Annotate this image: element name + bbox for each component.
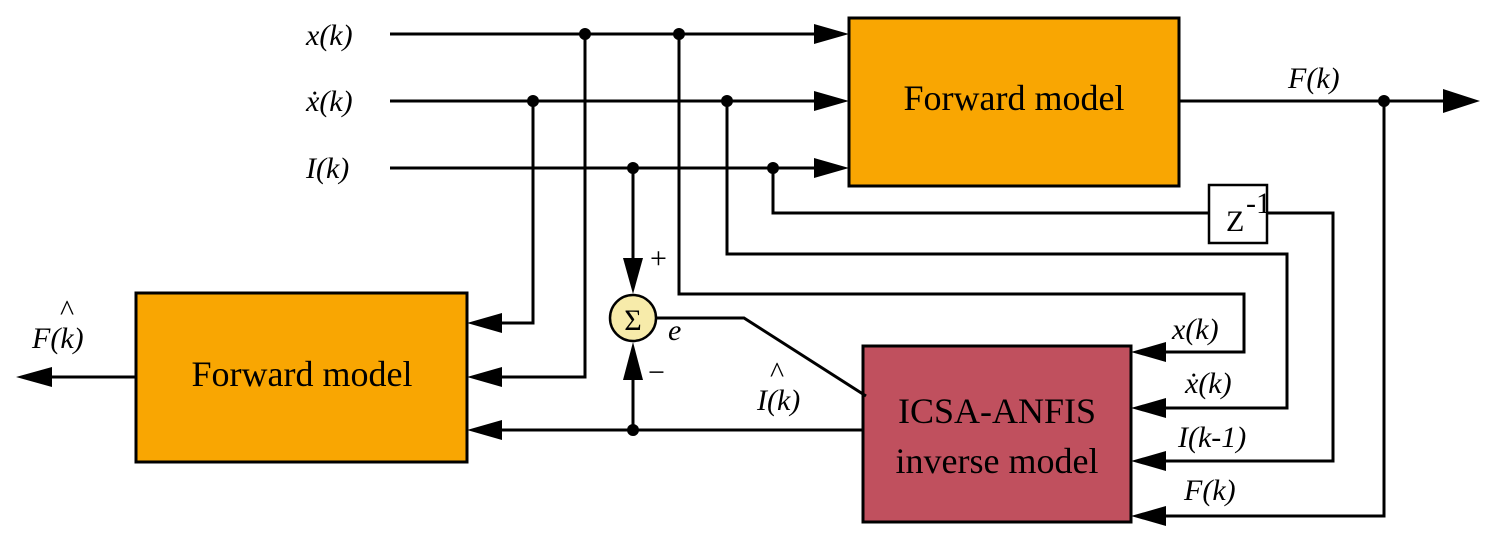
sigma-symbol: Σ bbox=[624, 304, 641, 337]
wire-xdot-to-fwd-bottom bbox=[500, 101, 535, 325]
summer-minus-sign: − bbox=[648, 356, 665, 389]
ihat-hat: ^ bbox=[770, 356, 784, 389]
inverse-input-label-x: x(k) bbox=[1171, 313, 1219, 346]
arrowhead-f-output bbox=[1443, 89, 1480, 113]
inverse-input-label-f: F(k) bbox=[1183, 474, 1236, 507]
arrowhead-iprev-inverse bbox=[1131, 451, 1166, 471]
error-label: e bbox=[668, 314, 681, 347]
wire-f-feedback bbox=[1165, 101, 1386, 518]
inverse-model-label-line1: ICSA-ANFIS bbox=[898, 391, 1096, 431]
forward-model-top bbox=[847, 16, 1181, 188]
arrowhead-x-forward bbox=[814, 24, 849, 44]
wire-error-to-inverse bbox=[656, 316, 867, 398]
ihat-label: I(k) bbox=[756, 384, 800, 417]
summer-plus-sign: + bbox=[650, 242, 667, 275]
wire-x-to-inverse bbox=[677, 34, 1246, 354]
arrowhead-summer-plus bbox=[623, 258, 643, 294]
output-label-f: F(k) bbox=[1287, 62, 1340, 95]
arrowhead-x-fwd-bottom bbox=[467, 367, 502, 387]
input-label-x: x(k) bbox=[305, 19, 353, 52]
forward-model-top-label: Forward model bbox=[904, 78, 1125, 118]
arrowhead-x-inverse bbox=[1131, 342, 1166, 362]
delay-exponent: -1 bbox=[1246, 187, 1271, 220]
delay-block bbox=[1207, 183, 1269, 245]
inverse-input-label-xdot: ẋ(k) bbox=[1184, 367, 1232, 400]
arrowhead-xdot-inverse bbox=[1131, 398, 1166, 418]
fhat-label: F(k) bbox=[31, 322, 84, 355]
forward-model-bottom bbox=[134, 291, 469, 464]
arrowhead-f-inverse bbox=[1131, 506, 1166, 526]
arrowhead-summer-minus bbox=[623, 342, 643, 380]
arrowhead-fhat-output bbox=[16, 367, 52, 387]
arrowhead-i-forward bbox=[814, 158, 849, 178]
arrowhead-xdot-fwd-bottom bbox=[467, 313, 502, 333]
inverse-model-label-line2: inverse model bbox=[896, 441, 1099, 481]
arrowhead-xdot-forward bbox=[814, 91, 849, 111]
wire-i-to-delay bbox=[771, 168, 1209, 215]
forward-model-bottom-label: Forward model bbox=[192, 354, 413, 394]
wire-x-to-fwd-bottom bbox=[500, 34, 587, 379]
icsa-anfis-inverse-model bbox=[861, 344, 1133, 524]
input-label-xdot: ẋ(k) bbox=[305, 85, 353, 118]
fhat-hat: ^ bbox=[60, 294, 74, 327]
wire-delay-to-inverse bbox=[1165, 211, 1335, 463]
arrowhead-ihat-fwd-bottom bbox=[467, 420, 502, 440]
wire-xdot-to-inverse bbox=[725, 101, 1289, 410]
delay-base: Z bbox=[1226, 205, 1244, 238]
inverse-input-label-iprev: I(k-1) bbox=[1177, 421, 1246, 454]
input-label-i: I(k) bbox=[305, 152, 349, 185]
